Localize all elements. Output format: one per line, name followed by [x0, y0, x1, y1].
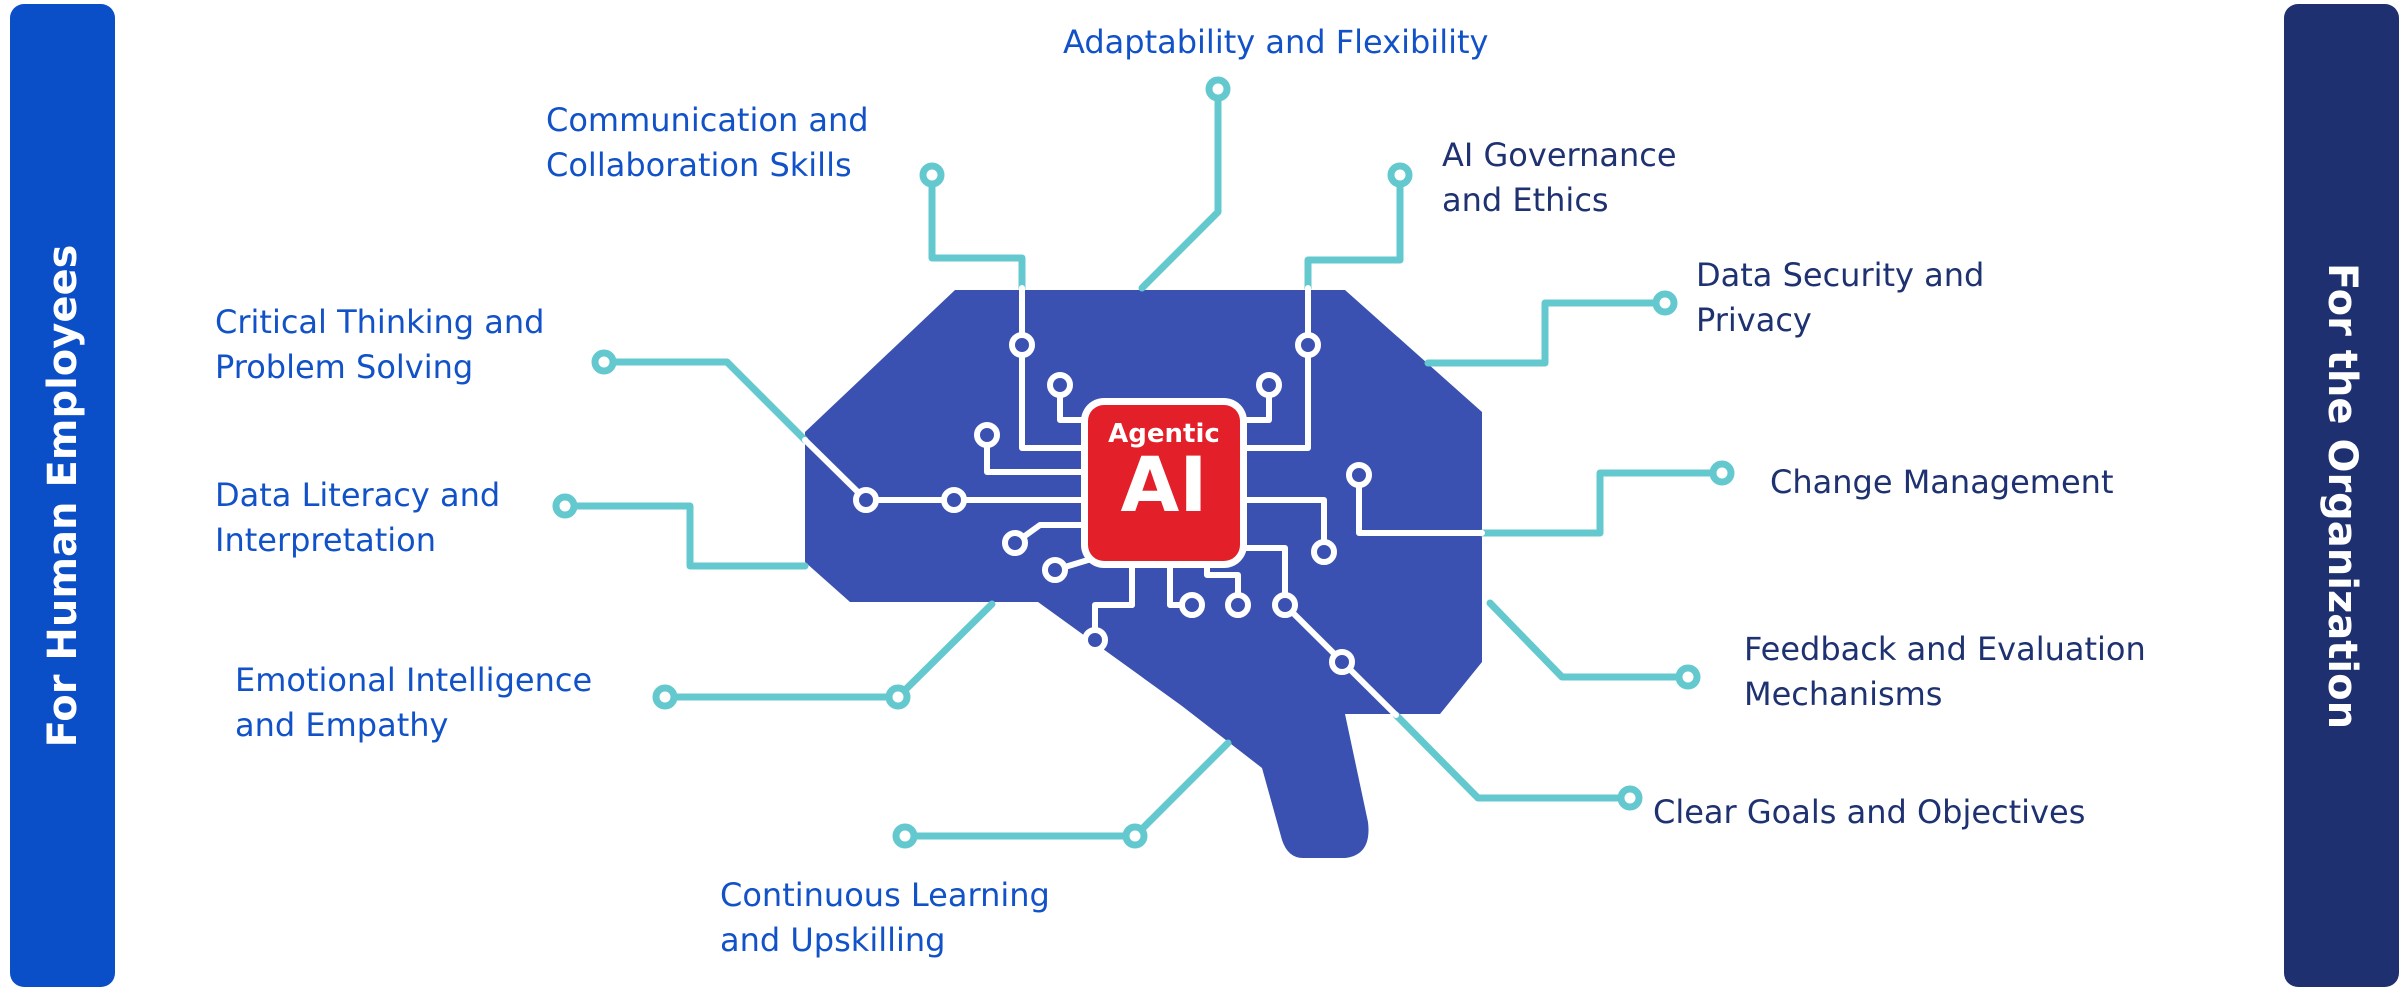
connector-learning: [901, 739, 1232, 840]
chip-label-top: Agentic: [1108, 419, 1220, 449]
connector-literacy: [561, 502, 809, 570]
connector-adaptability: [1138, 85, 1222, 292]
circuit-nodes: [853, 332, 1372, 675]
left-panel: For Human Employees: [10, 4, 115, 987]
label-change-management: Change Management: [1770, 463, 2114, 501]
label-adaptability: Adaptability and Flexibility: [1063, 23, 1489, 61]
connector-terminals: [552, 76, 1735, 849]
connector-governance: [1304, 171, 1404, 292]
connector-feedback: [1486, 599, 1692, 681]
chip-label-main: AI: [1120, 440, 1208, 529]
connector-goals: [1392, 711, 1634, 802]
brain-shape: [805, 290, 1482, 858]
connector-security: [1424, 299, 1669, 367]
connector-communication: [928, 171, 1026, 292]
connector-emotional: [661, 600, 996, 701]
connector-lines: [561, 85, 1726, 840]
brain-diagram: [552, 76, 1735, 858]
label-clear-goals: Clear Goals and Objectives: [1653, 793, 2086, 831]
agentic-ai-chip: Agentic AI: [1088, 405, 1240, 561]
connector-change: [1478, 469, 1726, 537]
right-panel: For the Organization: [2284, 4, 2399, 987]
connector-critical: [600, 358, 809, 444]
